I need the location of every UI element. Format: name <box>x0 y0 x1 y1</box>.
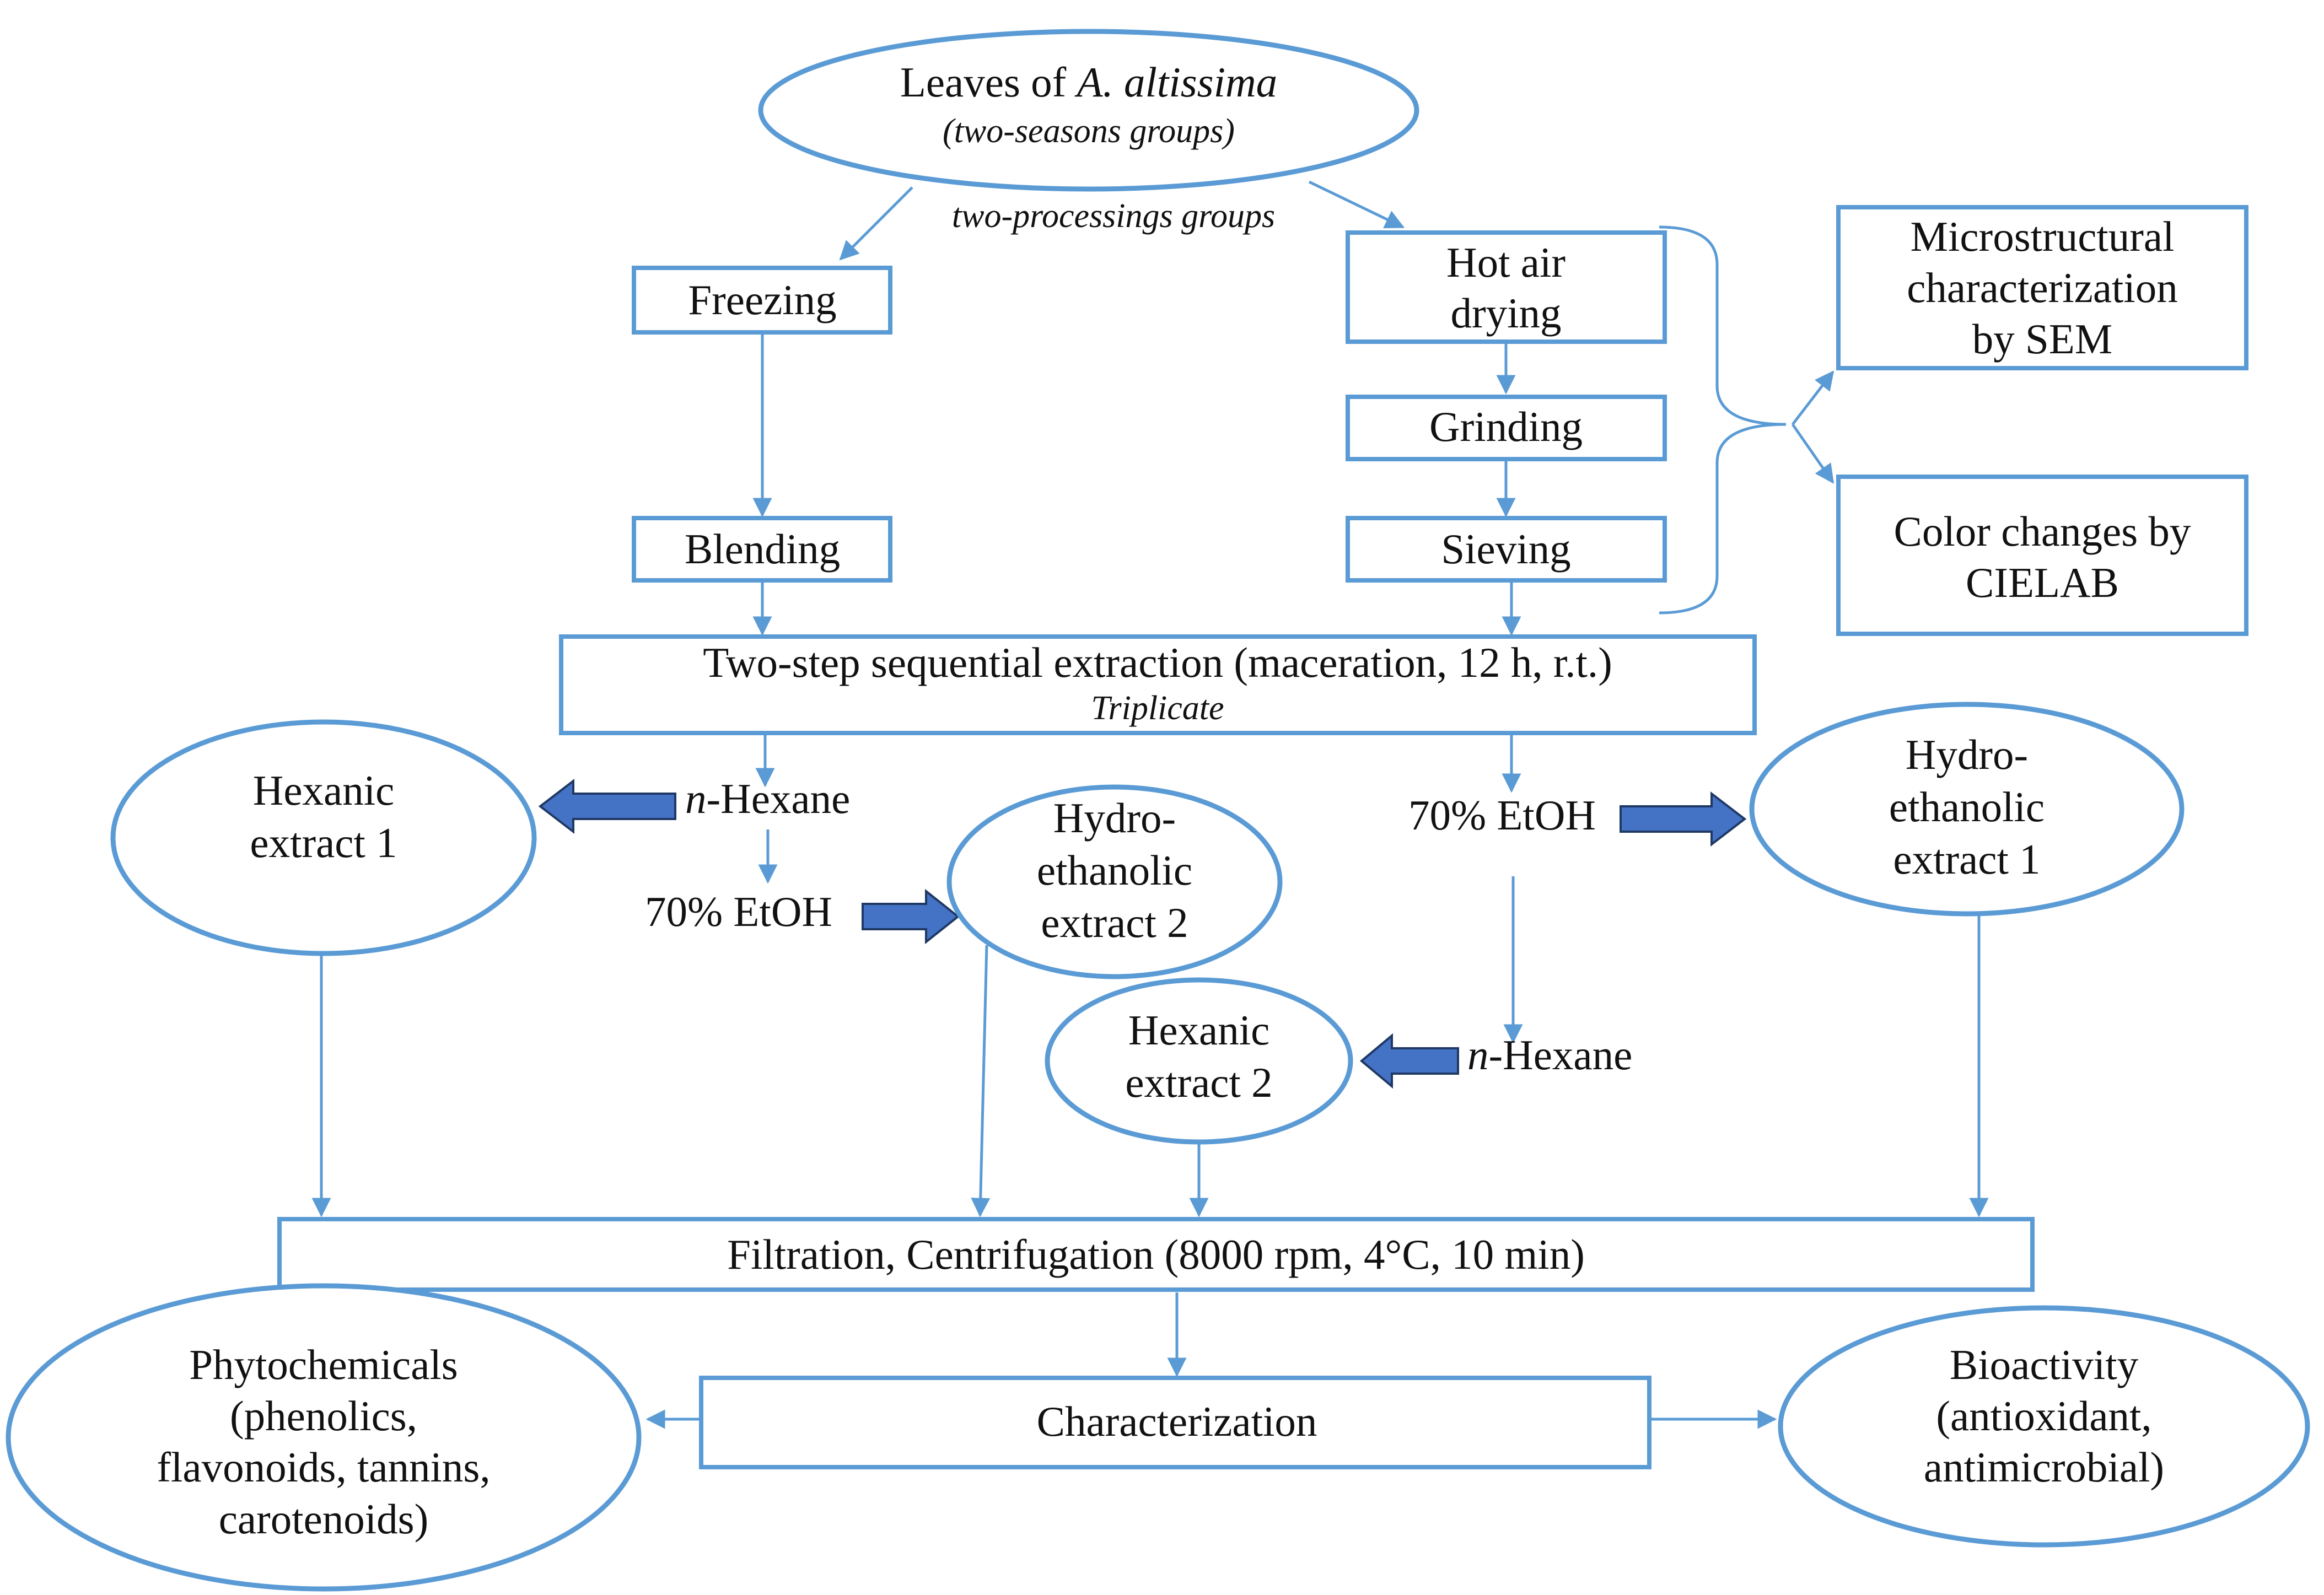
arrow-source-to-hot-air <box>1308 180 1405 229</box>
hexanic-extract-1-node: Hexanic extract 1 <box>110 719 537 956</box>
filtration-node: Filtration, Centrifugation (8000 rpm, 4°… <box>277 1217 2035 1292</box>
freezing-node: Freezing <box>632 266 892 335</box>
svg-text:ethanolic: ethanolic <box>1037 847 1192 894</box>
svg-text:extract 2: extract 2 <box>1041 899 1188 946</box>
processing-label: two-processings groups <box>952 197 1275 235</box>
etoh-label-right: 70% EtOH <box>1408 791 1596 839</box>
fat-arrow-hexane-to-extract-2 <box>1359 1033 1459 1089</box>
hot-air-drying-node: Hot air drying <box>1346 230 1667 344</box>
fat-arrow-hexane-to-extract-1 <box>538 778 676 834</box>
svg-text:(phenolics,: (phenolics, <box>230 1392 417 1440</box>
svg-text:ethanolic: ethanolic <box>1889 783 2045 831</box>
svg-text:Sieving: Sieving <box>1441 525 1570 573</box>
svg-text:Hexanic: Hexanic <box>253 767 395 814</box>
bioactivity-node: Bioactivity (antioxidant, antimicrobial) <box>1778 1305 2310 1548</box>
hexane-label-right: n-Hexane <box>1467 1031 1632 1079</box>
phytochemicals-node: Phytochemicals (phenolics, flavonoids, t… <box>6 1283 642 1592</box>
svg-text:extract 1: extract 1 <box>1893 836 2040 883</box>
extraction-node: Two-step sequential extraction (macerati… <box>559 634 1757 735</box>
source-title: Leaves of A. altissima <box>900 58 1277 106</box>
svg-text:characterization: characterization <box>1907 264 2178 311</box>
svg-text:extract 2: extract 2 <box>1125 1059 1272 1106</box>
hexane-label-left: n-Hexane <box>685 775 850 822</box>
arrow-hydroethanolic-2-to-filtration <box>971 945 991 1217</box>
svg-text:Hexanic: Hexanic <box>1128 1006 1270 1054</box>
arrow-brace-to-color <box>1791 423 1835 484</box>
fat-arrow-etoh-to-extract-1 <box>1620 791 1747 847</box>
svg-text:Hot air: Hot air <box>1446 239 1566 286</box>
svg-text:Microstructural: Microstructural <box>1911 213 2175 260</box>
svg-text:Blending: Blending <box>685 525 840 573</box>
source-node: Leaves of A. altissima (two-seasons grou… <box>758 29 1419 192</box>
microstructural-node: Microstructural characterization by SEM <box>1836 205 2248 370</box>
svg-text:Characterization: Characterization <box>1037 1398 1317 1445</box>
svg-text:flavonoids, tannins,: flavonoids, tannins, <box>157 1443 490 1491</box>
sieving-node: Sieving <box>1346 516 1667 583</box>
hydroethanolic-extract-2-node: Hydro- ethanolic extract 2 <box>946 784 1283 979</box>
svg-text:(antioxidant,: (antioxidant, <box>1936 1392 2151 1440</box>
connector-arrows <box>311 180 1989 1429</box>
color-changes-node: Color changes by CIELAB <box>1836 475 2248 636</box>
fat-arrow-etoh-to-extract-2 <box>862 888 960 945</box>
svg-text:Phytochemicals: Phytochemicals <box>189 1341 458 1388</box>
svg-text:Bioactivity: Bioactivity <box>1950 1341 2139 1388</box>
svg-text:Hydro-: Hydro- <box>1053 794 1176 842</box>
svg-text:Freezing: Freezing <box>688 276 836 324</box>
svg-text:Hydro-: Hydro- <box>1906 731 2028 778</box>
svg-text:by SEM: by SEM <box>1972 315 2113 363</box>
grinding-node: Grinding <box>1346 395 1667 461</box>
characterization-node: Characterization <box>699 1376 1651 1469</box>
hydroethanolic-extract-1-node: Hydro- ethanolic extract 1 <box>1749 702 2185 917</box>
svg-text:carotenoids): carotenoids) <box>219 1495 429 1543</box>
arrow-brace-to-microstructural <box>1792 370 1835 425</box>
arrow-source-to-freezing <box>839 186 913 261</box>
svg-text:Filtration, Centrifugation (80: Filtration, Centrifugation (8000 rpm, 4°… <box>727 1231 1585 1278</box>
svg-text:antimicrobial): antimicrobial) <box>1924 1443 2164 1491</box>
source-subtitle: (two-seasons groups) <box>943 112 1235 150</box>
svg-text:CIELAB: CIELAB <box>1966 559 2119 606</box>
svg-text:Two-step sequential extraction: Two-step sequential extraction (macerati… <box>703 639 1612 686</box>
svg-text:extract 1: extract 1 <box>250 819 397 866</box>
analysis-brace <box>1659 225 1787 615</box>
svg-text:Triplicate: Triplicate <box>1091 689 1224 727</box>
svg-text:drying: drying <box>1450 289 1561 337</box>
etoh-label-left: 70% EtOH <box>645 888 832 935</box>
svg-text:Grinding: Grinding <box>1429 403 1583 450</box>
hexanic-extract-2-node: Hexanic extract 2 <box>1045 977 1353 1145</box>
blending-node: Blending <box>632 516 892 583</box>
svg-text:Color changes by: Color changes by <box>1894 508 2191 555</box>
